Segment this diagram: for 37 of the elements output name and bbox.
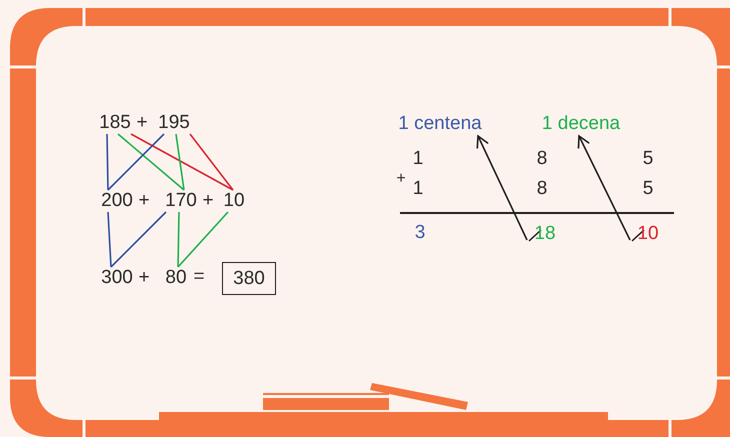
math-symbol: 8 [536,148,548,170]
number-text: 185 [98,112,132,134]
answer-box: 380 [222,262,276,295]
arrow [578,135,631,240]
connector-line [130,133,234,191]
number-text: 10 [221,190,247,212]
connector-line [177,211,229,268]
number-text: 18 [527,223,563,245]
math-symbol: 5 [642,178,654,200]
math-symbol: 1 [412,178,424,200]
math-symbol: 5 [642,148,654,170]
number-text: 300 [99,267,135,289]
number-text: 1 centena [388,112,492,136]
math-symbol: + [137,190,151,212]
number-text: 1 decena [534,112,628,136]
arrow [476,135,528,240]
math-symbol: = [192,266,206,288]
number-text: 195 [156,112,192,134]
math-symbol: + [135,112,149,134]
number-text: 170 [163,190,199,212]
number-text: 80 [163,267,189,289]
math-symbol: 8 [536,178,548,200]
math-symbol: 3 [414,222,426,244]
connector-line [107,212,112,268]
number-text: 200 [99,190,135,212]
connector-line [117,133,185,191]
connector-line [110,211,167,268]
math-symbol: + [395,169,407,189]
math-symbol: + [137,267,151,289]
connector-line [106,134,109,190]
connector-line [177,212,180,268]
connector-line [189,134,234,190]
connector-line [175,134,185,190]
math-symbol: 1 [412,148,424,170]
math-symbol: + [201,190,215,212]
connector-line [107,133,165,191]
number-text: 10 [630,223,666,245]
